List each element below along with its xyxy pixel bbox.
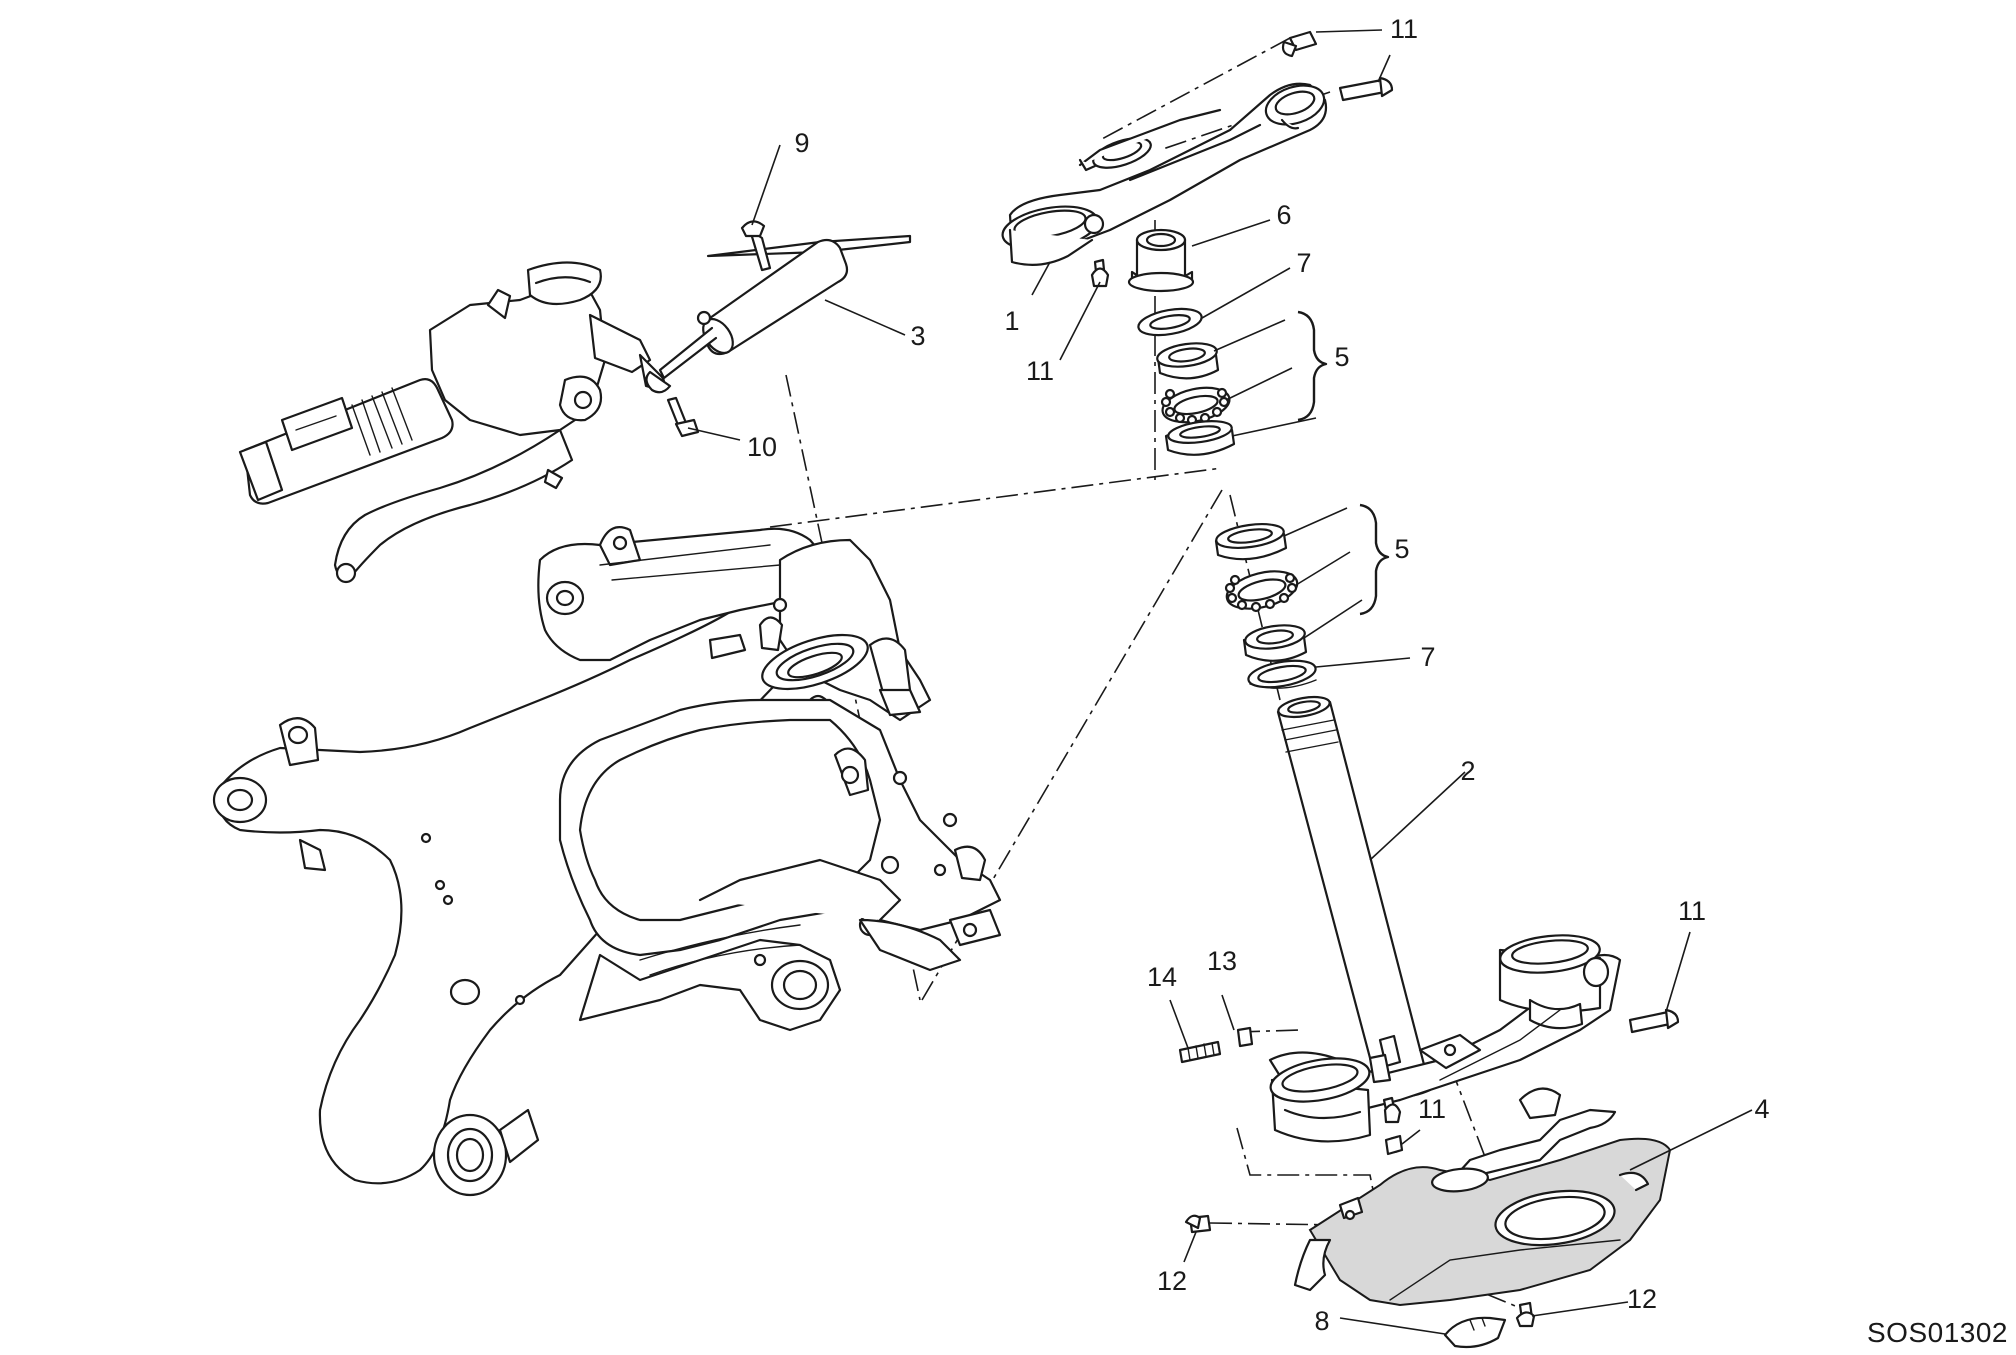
callout-damper-screw: 9: [794, 128, 809, 158]
lower-bearing-stack: [1214, 523, 1317, 689]
callout-plate-screw-left: 12: [1157, 1266, 1187, 1296]
callout-yoke-screw-top-b: 11: [1026, 356, 1054, 386]
lower-yoke-screws: [1178, 1008, 1680, 1156]
ball-cage-upper: [1160, 387, 1230, 426]
callout-lower-yoke-screw-bottom: 11: [1418, 1094, 1446, 1124]
plate-screws: [1184, 1214, 1536, 1328]
callout-cap: 8: [1314, 1306, 1329, 1336]
cap: [1443, 1316, 1507, 1349]
yoke-screws-top: [1090, 30, 1394, 288]
callout-bearing-upper: 5: [1334, 342, 1349, 372]
callout-steering-damper: 3: [910, 321, 925, 351]
callout-damper-bolt: 10: [747, 432, 777, 462]
callout-lower-yoke-screw-right: 11: [1678, 896, 1706, 926]
callout-labels: 1 2 3 4 5 5 6 7 7 8 9 10 11 11 11 11 11 …: [747, 14, 1770, 1336]
lower-plate: [1293, 1087, 1672, 1307]
ball-cage-lower: [1224, 572, 1298, 613]
handlebar-lever-assembly: [238, 261, 666, 584]
steering-damper: [645, 220, 912, 438]
main-frame: [212, 526, 1002, 1197]
callout-seal-lower: 7: [1420, 642, 1435, 672]
callout-stud: 14: [1147, 962, 1177, 992]
callout-steering-tube: 2: [1460, 756, 1475, 786]
callout-bearing-lower: 5: [1394, 534, 1409, 564]
callout-top-yoke: 1: [1004, 306, 1019, 336]
callout-seal-upper: 7: [1296, 248, 1311, 278]
bearing-braces: [1297, 310, 1390, 616]
leader-lines: [687, 29, 1753, 1335]
callout-lower-plate: 4: [1754, 1094, 1769, 1124]
drawing-code: SOS01302: [1867, 1317, 2008, 1348]
steering-tube-lower-yoke: [1268, 695, 1622, 1143]
upper-bearing-stack: [1127, 228, 1236, 456]
callout-plate-screw-bottom: 12: [1627, 1284, 1657, 1314]
callout-spacer: 13: [1207, 946, 1237, 976]
callout-top-nut: 6: [1276, 200, 1291, 230]
top-yoke: [1001, 82, 1328, 267]
callout-yoke-screw-top-a: 11: [1390, 14, 1418, 44]
